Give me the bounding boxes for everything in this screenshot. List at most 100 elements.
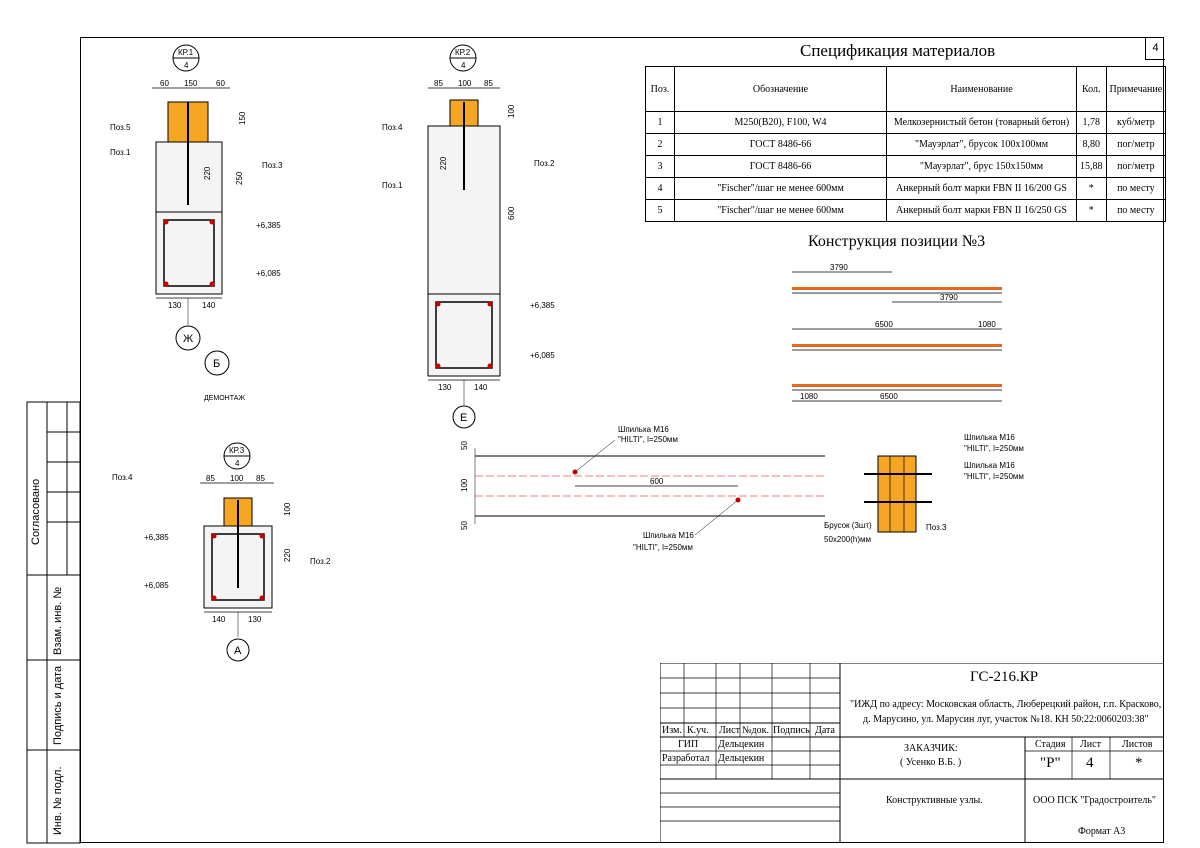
svg-text:100: 100 xyxy=(283,502,292,516)
spec-header-designation: Обозначение xyxy=(674,66,887,112)
corner-sheet-number: 4 xyxy=(1145,37,1165,60)
svg-text:Поз.3: Поз.3 xyxy=(926,523,947,532)
svg-text:60: 60 xyxy=(160,79,169,88)
svg-text:130: 130 xyxy=(168,301,182,310)
svg-text:Поз.2: Поз.2 xyxy=(310,557,331,566)
svg-text:Брусок (3шт): Брусок (3шт) xyxy=(824,521,872,530)
svg-text:4: 4 xyxy=(184,61,189,70)
sheet-label: Лист xyxy=(1080,739,1101,750)
svg-text:Е: Е xyxy=(460,412,467,424)
drawing-code: ГС-216.КР xyxy=(970,669,1039,685)
col-izm: Изм. xyxy=(662,725,682,736)
object-line-2: д. Марусино, ул. Марусин луг, участок №1… xyxy=(863,714,1149,725)
svg-text:Б: Б xyxy=(213,358,220,370)
svg-text:1080: 1080 xyxy=(800,392,818,401)
col-kuch: К.уч. xyxy=(687,725,709,736)
svg-text:600: 600 xyxy=(650,477,664,486)
svg-text:100: 100 xyxy=(460,478,469,492)
svg-text:85: 85 xyxy=(484,79,493,88)
svg-text:+6,385: +6,385 xyxy=(256,221,281,230)
svg-text:600: 600 xyxy=(507,206,516,220)
construction-drawing: 3790 3790 6500 1080 1080 6500 xyxy=(792,263,1002,402)
svg-text:Шпилька М16: Шпилька М16 xyxy=(964,433,1015,442)
svg-text:"HILTI", l=250мм: "HILTI", l=250мм xyxy=(618,435,678,444)
gip-role: ГИП xyxy=(678,739,699,750)
svg-text:220: 220 xyxy=(439,156,448,170)
spec-header-name: Наименование xyxy=(886,66,1077,112)
svg-text:100: 100 xyxy=(458,79,472,88)
beam-section: Шпилька М16 "HILTI", l=250мм Шпилька М16… xyxy=(824,433,1024,544)
svg-text:Поз.4: Поз.4 xyxy=(382,123,403,132)
node-kp1: КР.1 4 60 150 60 150 250 220 130 140 +6,… xyxy=(110,44,283,402)
svg-text:6500: 6500 xyxy=(880,392,898,401)
signature-date-label: Подпись и дата xyxy=(52,665,64,745)
svg-text:Шпилька М16: Шпилька М16 xyxy=(964,461,1015,470)
svg-text:Шпилька М16: Шпилька М16 xyxy=(643,531,694,540)
svg-text:140: 140 xyxy=(202,301,216,310)
svg-text:+6,385: +6,385 xyxy=(530,301,555,310)
svg-text:КР.2: КР.2 xyxy=(455,48,471,57)
svg-text:"HILTI", l=250мм: "HILTI", l=250мм xyxy=(633,543,693,552)
customer-label: ЗАКАЗЧИК: xyxy=(904,743,958,754)
svg-text:130: 130 xyxy=(248,615,262,624)
agreed-label: Согласовано xyxy=(30,478,42,545)
inv-original-label: Инв. № подл. xyxy=(52,766,64,835)
svg-text:Поз.5: Поз.5 xyxy=(110,123,131,132)
drawing-name: Конструктивные узлы. xyxy=(886,795,983,806)
svg-text:140: 140 xyxy=(212,615,226,624)
node-kp2: КР.2 4 85 100 85 100 600 220 130 140 +6,… xyxy=(382,44,555,429)
svg-text:50: 50 xyxy=(460,441,469,450)
stage-label: Стадия xyxy=(1035,739,1066,750)
svg-text:Поз.4: Поз.4 xyxy=(112,473,133,482)
svg-text:60: 60 xyxy=(216,79,225,88)
col-ndoc: №док. xyxy=(742,725,769,736)
svg-text:85: 85 xyxy=(206,474,215,483)
svg-text:+6,085: +6,085 xyxy=(530,351,555,360)
svg-text:КР.1: КР.1 xyxy=(178,48,194,57)
sheets-label: Листов xyxy=(1122,739,1153,750)
svg-text:Поз.2: Поз.2 xyxy=(534,159,555,168)
svg-text:А: А xyxy=(234,645,242,657)
svg-text:220: 220 xyxy=(203,166,212,180)
col-list: Лист xyxy=(719,725,740,736)
dev-name: Дельцекин xyxy=(718,753,765,764)
svg-text:Поз.1: Поз.1 xyxy=(382,181,403,190)
spec-header-qty: Кол. xyxy=(1076,66,1107,112)
svg-text:+6,085: +6,085 xyxy=(144,581,169,590)
spec-header-note: Примечание xyxy=(1105,66,1167,112)
svg-text:6500: 6500 xyxy=(875,320,893,329)
svg-text:150: 150 xyxy=(238,111,247,125)
svg-text:150: 150 xyxy=(184,79,198,88)
svg-text:140: 140 xyxy=(474,383,488,392)
svg-text:3790: 3790 xyxy=(940,293,958,302)
spec-header-pos: Поз. xyxy=(645,66,675,112)
spec-title: Спецификация материалов xyxy=(800,41,996,60)
svg-text:1080: 1080 xyxy=(978,320,996,329)
replaced-inv-label: Взам. инв. № xyxy=(52,586,64,655)
col-date: Дата xyxy=(815,725,835,736)
gip-name: Дельцекин xyxy=(718,739,765,750)
svg-text:Поз.1: Поз.1 xyxy=(110,148,131,157)
svg-text:+6,085: +6,085 xyxy=(256,269,281,278)
svg-text:+6,385: +6,385 xyxy=(144,533,169,542)
svg-text:100: 100 xyxy=(507,104,516,118)
svg-text:250: 250 xyxy=(235,171,244,185)
format-label: Формат А3 xyxy=(1078,826,1126,837)
svg-text:Шпилька М16: Шпилька М16 xyxy=(618,425,669,434)
svg-text:85: 85 xyxy=(434,79,443,88)
svg-text:Ж: Ж xyxy=(183,333,193,345)
svg-text:ДЕМОНТАЖ: ДЕМОНТАЖ xyxy=(204,395,245,402)
dev-role: Разработал xyxy=(662,753,710,764)
svg-text:"HILTI", l=250мм: "HILTI", l=250мм xyxy=(964,472,1024,481)
svg-text:100: 100 xyxy=(230,474,244,483)
construction-title: Конструкция позиции №3 xyxy=(808,233,986,250)
sheet-value: 4 xyxy=(1086,755,1094,771)
svg-text:85: 85 xyxy=(256,474,265,483)
node-kp3: КР.3 4 85 100 85 100 220 140 130 +6,385 … xyxy=(112,442,331,662)
